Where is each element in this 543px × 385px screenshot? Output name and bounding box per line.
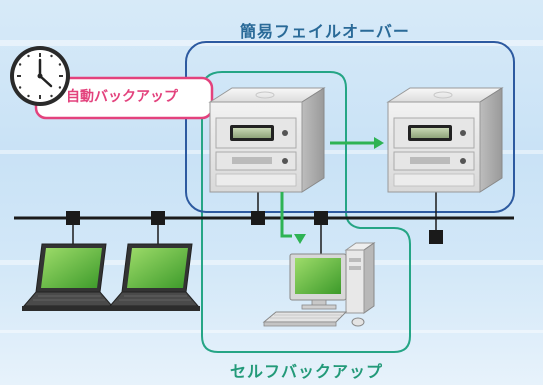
desktop-pc-icon [262, 242, 376, 327]
failover-label: 簡易フェイルオーバー [240, 22, 410, 41]
port-laptop-2 [151, 211, 165, 225]
self-backup-label: セルフバックアップ [230, 362, 384, 381]
port-server-2 [429, 230, 443, 244]
failover-arrow [330, 137, 384, 149]
clock-icon [10, 46, 70, 106]
self-backup-arrow [280, 192, 306, 244]
network [14, 188, 514, 255]
failover-frame [185, 41, 515, 213]
server-icon [208, 87, 326, 193]
port-desktop [314, 211, 328, 225]
laptop-icon [108, 243, 200, 311]
auto-backup-label: 自動バックアップ [66, 89, 178, 105]
server-icon [386, 87, 504, 193]
laptop-icon [22, 243, 114, 311]
port-laptop-1 [66, 211, 80, 225]
self-backup-frame [201, 71, 411, 353]
port-server-1 [251, 211, 265, 225]
